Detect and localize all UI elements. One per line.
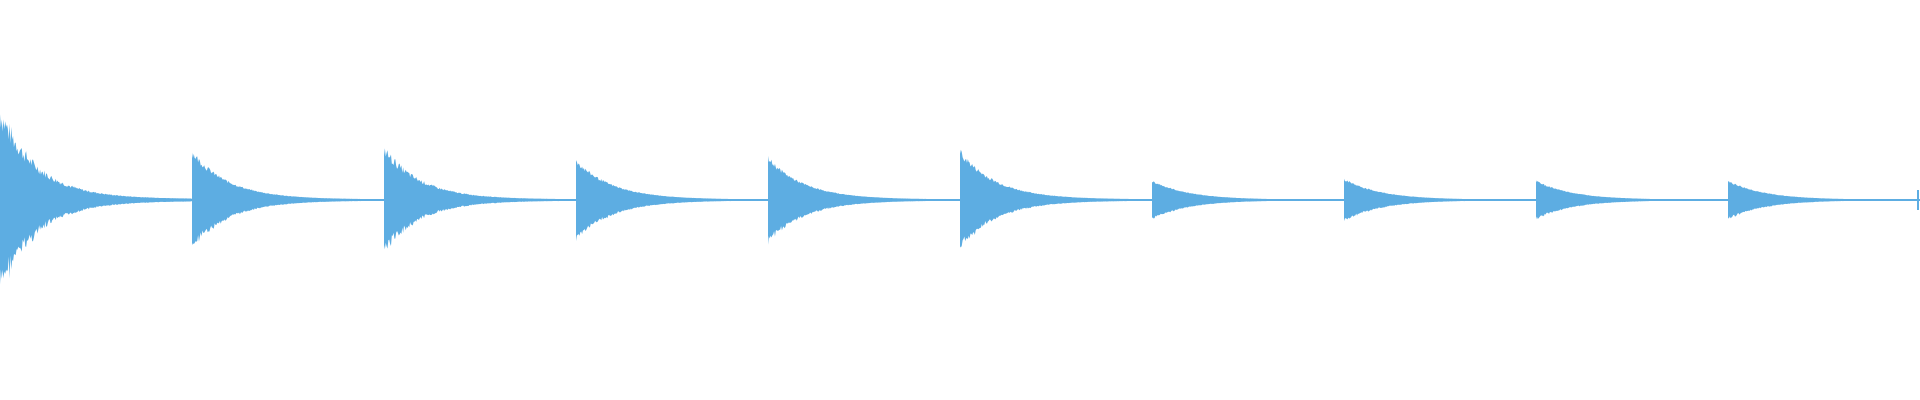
waveform-segments [0,114,1920,285]
waveform-tail-spike [1917,190,1919,210]
waveform-hit-5 [768,155,960,245]
waveform-hit-8 [1344,178,1536,222]
waveform-hit-4 [576,160,768,242]
waveform-hit-3 [384,148,576,250]
waveform-hit-6 [960,149,1152,248]
waveform-hit-7 [1152,181,1344,219]
waveform-hit-9 [1536,180,1728,220]
waveform-hit-10 [1728,181,1920,219]
waveform-hit-1 [0,114,192,285]
waveform-hit-2 [192,152,384,246]
